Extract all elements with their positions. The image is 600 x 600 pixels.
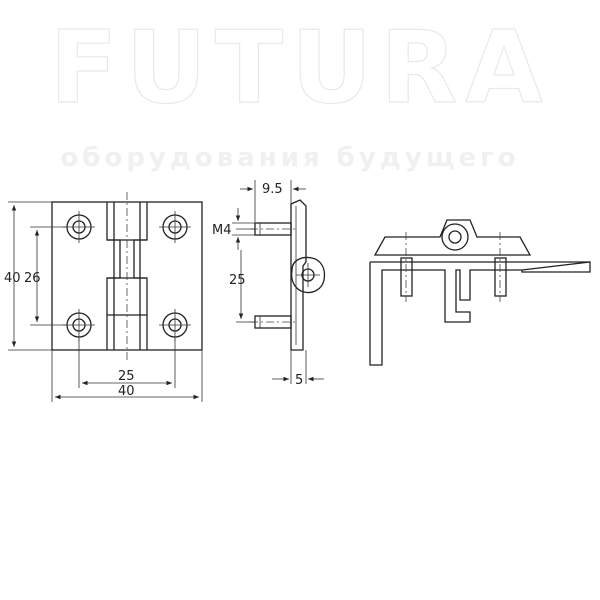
assembly-stud-left: [400, 232, 413, 302]
dimension-hole-vertical: 26: [24, 226, 66, 326]
dimension-stud-spacing: 25: [229, 228, 255, 323]
dimension-width: 40: [51, 350, 203, 402]
dimension-thickness-label: 5: [295, 373, 303, 388]
watermark-tagline: оборудования будущего: [60, 143, 519, 173]
stud-bottom: [250, 315, 298, 329]
dimension-hole-horizontal: 25: [78, 338, 176, 388]
screw-hole-top-right: [159, 211, 191, 243]
dimension-hole-horizontal-label: 25: [118, 369, 135, 384]
hinge-plate-outline: [51, 201, 203, 351]
screw-hole-bottom-right: [159, 309, 191, 341]
side-view: 9.5 M4 25 5: [212, 180, 326, 388]
dimension-height: 40: [4, 201, 52, 351]
side-plate-profile: [290, 199, 307, 351]
front-view: 40 26 25 40: [4, 192, 203, 402]
screw-hole-bottom-left: [63, 309, 95, 341]
screw-hole-top-left: [63, 211, 95, 243]
assembly-stud-right: [494, 232, 507, 302]
dimension-height-label: 40: [4, 271, 21, 286]
dimension-stud-spacing-label: 25: [229, 273, 246, 288]
watermark: FUTURA оборудования будущего: [49, 8, 550, 173]
side-knuckle: [290, 256, 326, 294]
dimension-hole-vertical-label: 26: [24, 271, 41, 286]
assembly-knuckle: [441, 223, 469, 251]
dimension-thickness: 5: [272, 350, 324, 388]
dimension-width-label: 40: [118, 384, 135, 399]
dimension-offset-label: 9.5: [262, 182, 283, 197]
assembly-hinge-plate: [373, 219, 532, 256]
dimension-offset: 9.5: [240, 180, 306, 222]
assembly-view: [369, 219, 591, 366]
assembly-pin: [448, 230, 462, 244]
stud-top: [250, 222, 298, 236]
dimension-thread: M4: [212, 208, 255, 250]
assembly-profile: [369, 261, 591, 366]
dimension-thread-label: M4: [212, 223, 232, 238]
watermark-brand: FUTURA: [49, 9, 550, 126]
